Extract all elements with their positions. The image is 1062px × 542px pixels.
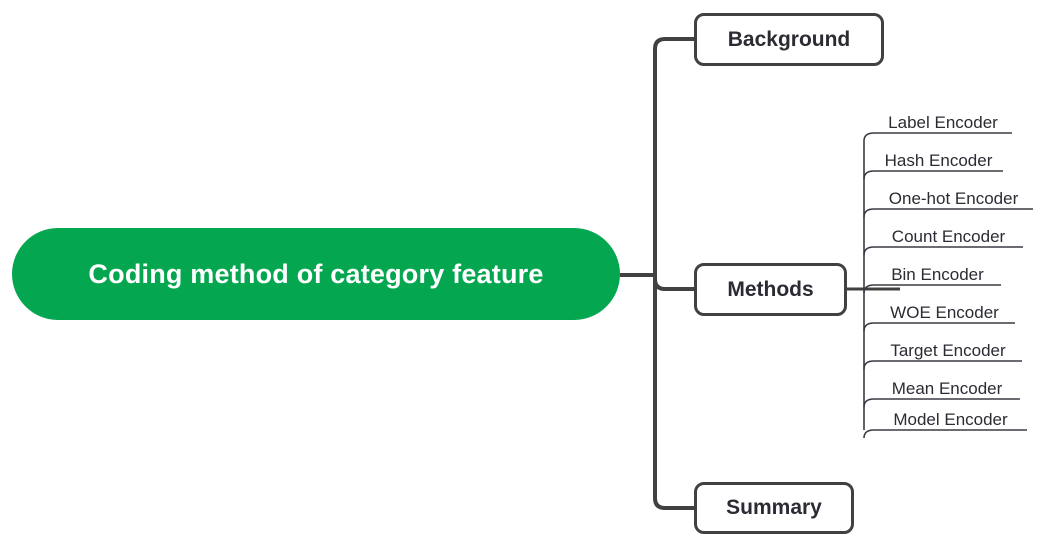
leaf-line-3 — [863, 208, 1033, 218]
leaf-node-label-encoder[interactable]: Label Encoder — [874, 105, 1012, 133]
leaf-node-model-encoder[interactable]: Model Encoder — [874, 402, 1027, 430]
branch-node-summary-label: Summary — [726, 496, 822, 519]
leaf-node-target-encoder[interactable]: Target Encoder — [874, 333, 1022, 361]
leaf-line-4 — [863, 246, 1023, 256]
branch-node-methods[interactable]: Methods — [694, 263, 847, 316]
leaf-node-label: Hash Encoder — [884, 151, 993, 170]
leaf-node-one-hot-encoder[interactable]: One-hot Encoder — [874, 181, 1033, 209]
root-node[interactable]: Coding method of category feature — [12, 228, 620, 320]
leaf-node-mean-encoder[interactable]: Mean Encoder — [874, 371, 1020, 399]
connector-trunk-background — [653, 37, 694, 275]
leaf-line-5 — [863, 284, 1001, 294]
branch-node-background-label: Background — [727, 27, 851, 51]
branch-node-summary[interactable]: Summary — [694, 482, 854, 534]
leaf-node-count-encoder[interactable]: Count Encoder — [874, 219, 1023, 247]
leaf-line-8 — [863, 398, 1020, 408]
leaf-node-label: One-hot Encoder — [888, 189, 1019, 208]
leaf-node-bin-encoder[interactable]: Bin Encoder — [874, 257, 1001, 285]
leaf-node-label: Bin Encoder — [891, 265, 984, 284]
leaf-node-label: Count Encoder — [891, 227, 1006, 246]
leaf-line-2 — [863, 170, 1003, 180]
leaf-node-hash-encoder[interactable]: Hash Encoder — [874, 143, 1003, 171]
connector-trunk-methods — [653, 275, 694, 291]
leaf-line-1 — [863, 132, 1012, 142]
leaf-node-label: Target Encoder — [890, 341, 1006, 360]
leaf-line-7 — [863, 360, 1022, 370]
root-node-label: Coding method of category feature — [88, 258, 544, 289]
leaf-line-6 — [863, 322, 1015, 332]
leaf-node-label: Label Encoder — [888, 113, 998, 132]
leaf-line-9 — [863, 429, 1027, 439]
leaf-node-woe-encoder[interactable]: WOE Encoder — [874, 295, 1015, 323]
branch-node-methods-label: Methods — [727, 277, 814, 301]
branch-node-background[interactable]: Background — [694, 13, 884, 66]
leaf-node-label: Mean Encoder — [891, 379, 1003, 398]
leaf-node-label: WOE Encoder — [890, 303, 999, 322]
leaf-node-label: Model Encoder — [893, 410, 1008, 429]
connector-trunk-summary — [653, 275, 694, 510]
